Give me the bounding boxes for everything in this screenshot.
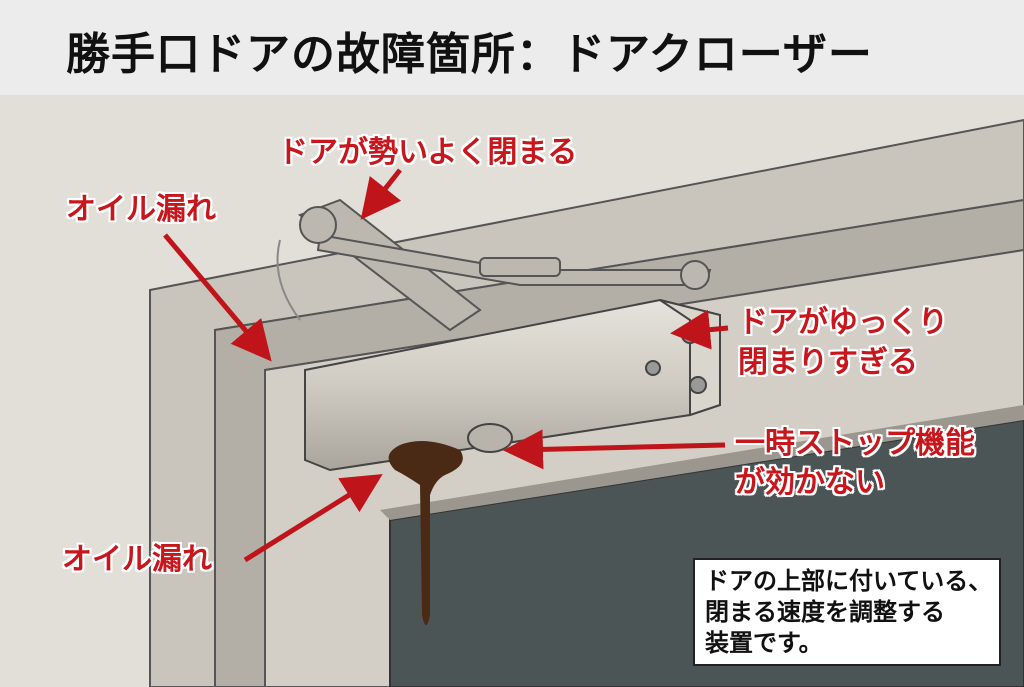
page-title: 勝手口ドアの故障箇所：ドアクローザー: [66, 29, 873, 80]
label-slow-close-1: ドアがゆっくり: [738, 305, 948, 340]
title-bar: 勝手口ドアの故障箇所：ドアクローザー: [0, 0, 1024, 95]
label-slow-close-2: 閉まりすぎる: [738, 345, 918, 380]
oil-drip: [388, 441, 463, 625]
label-stop-fail-1: 一時ストップ機能: [735, 426, 975, 461]
label-oil-leak-bottom: オイル漏れ: [62, 542, 212, 577]
info-line: 閉まる速度を調整する: [705, 598, 945, 626]
annotation-arrows: [163, 168, 729, 563]
info-box: ドアの上部に付いている、 閉まる速度を調整する 装置です。: [693, 558, 1001, 666]
info-line: ドアの上部に付いている、: [705, 567, 993, 595]
label-door-slams: ドアが勢いよく閉まる: [278, 135, 578, 170]
label-oil-leak-top: オイル漏れ: [66, 192, 216, 227]
label-stop-fail-2: が効かない: [735, 465, 885, 500]
info-line: 装置です。: [705, 629, 823, 657]
closer-arm: [276, 198, 712, 332]
door-closer-illustration: [0, 95, 1024, 687]
